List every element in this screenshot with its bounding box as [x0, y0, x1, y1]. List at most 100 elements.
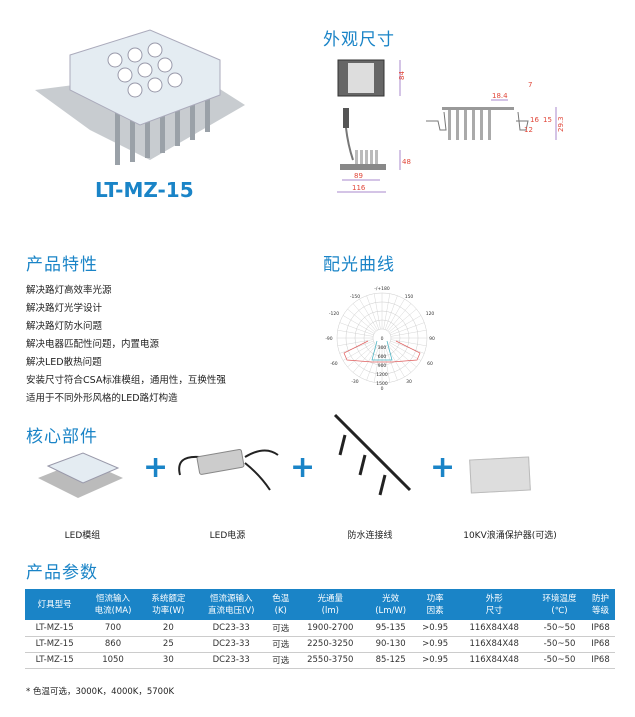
polar-spoke [386, 298, 405, 331]
polar-spoke [390, 322, 425, 336]
feature-item: 适用于不同外形风格的LED路灯构造 [26, 393, 178, 404]
polar-spoke [383, 346, 391, 383]
table-cell: DC23-33 [194, 620, 268, 637]
model-title: LT-MZ-15 [95, 178, 194, 202]
column-header: 恒流输入电流(MA) [84, 589, 142, 620]
table-cell: 20 [141, 620, 195, 637]
polar-angle-label: 150 [405, 294, 414, 300]
light-curve-heading: 配光曲线 [323, 255, 395, 275]
polar-radius-label: 1200 [376, 372, 388, 378]
svg-text:15: 15 [543, 116, 552, 124]
column-header-line: 光效 [382, 593, 400, 604]
column-header: 灯具型号 [25, 589, 85, 620]
column-header: 功率因素 [414, 589, 456, 620]
led-module-image [35, 29, 245, 165]
feature-item: 安装尺寸符合CSA标准模组，通用性，互换性强 [26, 375, 226, 386]
table-cell: 可选 [267, 636, 295, 653]
component-led-module-image [38, 452, 123, 498]
dimension-drawing: 84 48 89 116 18.4 7 16 15 29.3 12 [337, 59, 565, 193]
table-cell: DC23-33 [194, 652, 268, 669]
feature-list: 解决路灯高效率光源 解决路灯光学设计 解决路灯防水问题 解决电器匹配性问题，内置… [26, 282, 226, 408]
table-cell: 1050 [84, 652, 142, 669]
feature-item: 解决LED散热问题 [26, 357, 102, 368]
polar-radius-label: 900 [378, 363, 387, 369]
polar-spoke [373, 346, 381, 383]
polar-spoke [347, 308, 376, 333]
params-table: 灯具型号恒流输入电流(MA)系统额定功率(W)恒流源输入直流电压(V)色温(K)… [25, 589, 615, 669]
feature-item: 解决路灯防水问题 [26, 321, 103, 332]
table-cell: IP68 [586, 636, 615, 653]
polar-spoke [366, 346, 380, 381]
column-header-line: 环境温度 [542, 593, 577, 604]
table-cell: 2550-3750 [294, 652, 367, 669]
table-cell: 可选 [267, 652, 295, 669]
plus-icon: + [430, 450, 456, 485]
table-cell: LT-MZ-15 [25, 636, 85, 653]
core-parts-heading: 核心部件 [26, 427, 98, 447]
polar-spoke [373, 293, 381, 330]
column-header-line: 色温 [272, 593, 290, 604]
table-cell: >0.95 [414, 636, 456, 653]
component-label: LED电源 [209, 531, 246, 541]
column-header-line: 光通量 [317, 593, 344, 604]
polar-angle-label: -60 [330, 361, 337, 367]
svg-text:116: 116 [352, 184, 366, 192]
dim-84: 84 [398, 71, 406, 80]
component-label: LED模组 [64, 531, 101, 541]
features-heading: 产品特性 [26, 255, 98, 275]
polar-angle-label: 30 [406, 379, 412, 385]
column-header-line: 因素 [426, 605, 444, 616]
polar-spoke [387, 344, 412, 373]
table-cell: 90-130 [366, 636, 415, 653]
column-header: 光效(Lm/W) [366, 589, 415, 620]
svg-text:84: 84 [398, 71, 406, 80]
polar-spoke [339, 322, 374, 336]
table-cell: IP68 [586, 620, 615, 637]
feature-item: 解决路灯高效率光源 [26, 285, 112, 296]
color-temp-note: * 色温可选，3000K，4000K，5700K [26, 687, 175, 697]
table-cell: >0.95 [414, 652, 456, 669]
column-header-line: 恒流输入 [96, 593, 131, 604]
column-header-line: 系统额定 [151, 593, 186, 604]
curve-c90-270 [371, 340, 393, 361]
column-header: 防护等级 [586, 589, 615, 620]
polar-angle-label: 90 [429, 336, 435, 342]
dim-29-3: 29.3 [557, 116, 565, 132]
table-cell: 可选 [267, 620, 295, 637]
table-cell: 1900-2700 [294, 620, 367, 637]
column-header-line: 灯具型号 [37, 599, 72, 610]
component-driver-image [178, 448, 279, 491]
table-cell: 30 [141, 652, 195, 669]
polar-angle-label: -/+180 [374, 286, 390, 292]
column-header: 恒流源输入直流电压(V) [194, 589, 268, 620]
polar-spoke [347, 343, 376, 368]
column-header-line: 尺寸 [485, 605, 503, 616]
component-cable-image [333, 413, 412, 496]
component-label: 防水连接线 [347, 531, 393, 541]
polar-spoke [390, 340, 425, 354]
polar-spoke [342, 315, 375, 334]
column-header-line: 防护 [592, 593, 610, 604]
table-cell: 95-135 [366, 620, 415, 637]
polar-spoke [339, 340, 374, 354]
column-header-line: (lm) [321, 605, 339, 616]
table-cell: -50~50 [532, 620, 587, 637]
column-header-line: 外形 [485, 593, 503, 604]
table-cell: -50~50 [532, 636, 587, 653]
column-header-line: 等级 [592, 605, 610, 616]
feature-item: 解决路灯光学设计 [26, 303, 103, 314]
polar-spoke [387, 303, 412, 332]
column-header: 环境温度(℃) [532, 589, 587, 620]
polar-spoke [352, 303, 377, 332]
polar-spoke [337, 339, 374, 347]
polar-angle-label: -120 [329, 311, 339, 317]
feature-item: 解决电器匹配性问题，内置电源 [26, 339, 160, 350]
table-cell: >0.95 [414, 620, 456, 637]
curve-c0-180 [343, 340, 421, 363]
svg-text:7: 7 [528, 81, 532, 89]
polar-angle-label: -150 [350, 294, 360, 300]
table-cell: 700 [84, 620, 142, 637]
polar-radius-label: 600 [378, 354, 387, 360]
